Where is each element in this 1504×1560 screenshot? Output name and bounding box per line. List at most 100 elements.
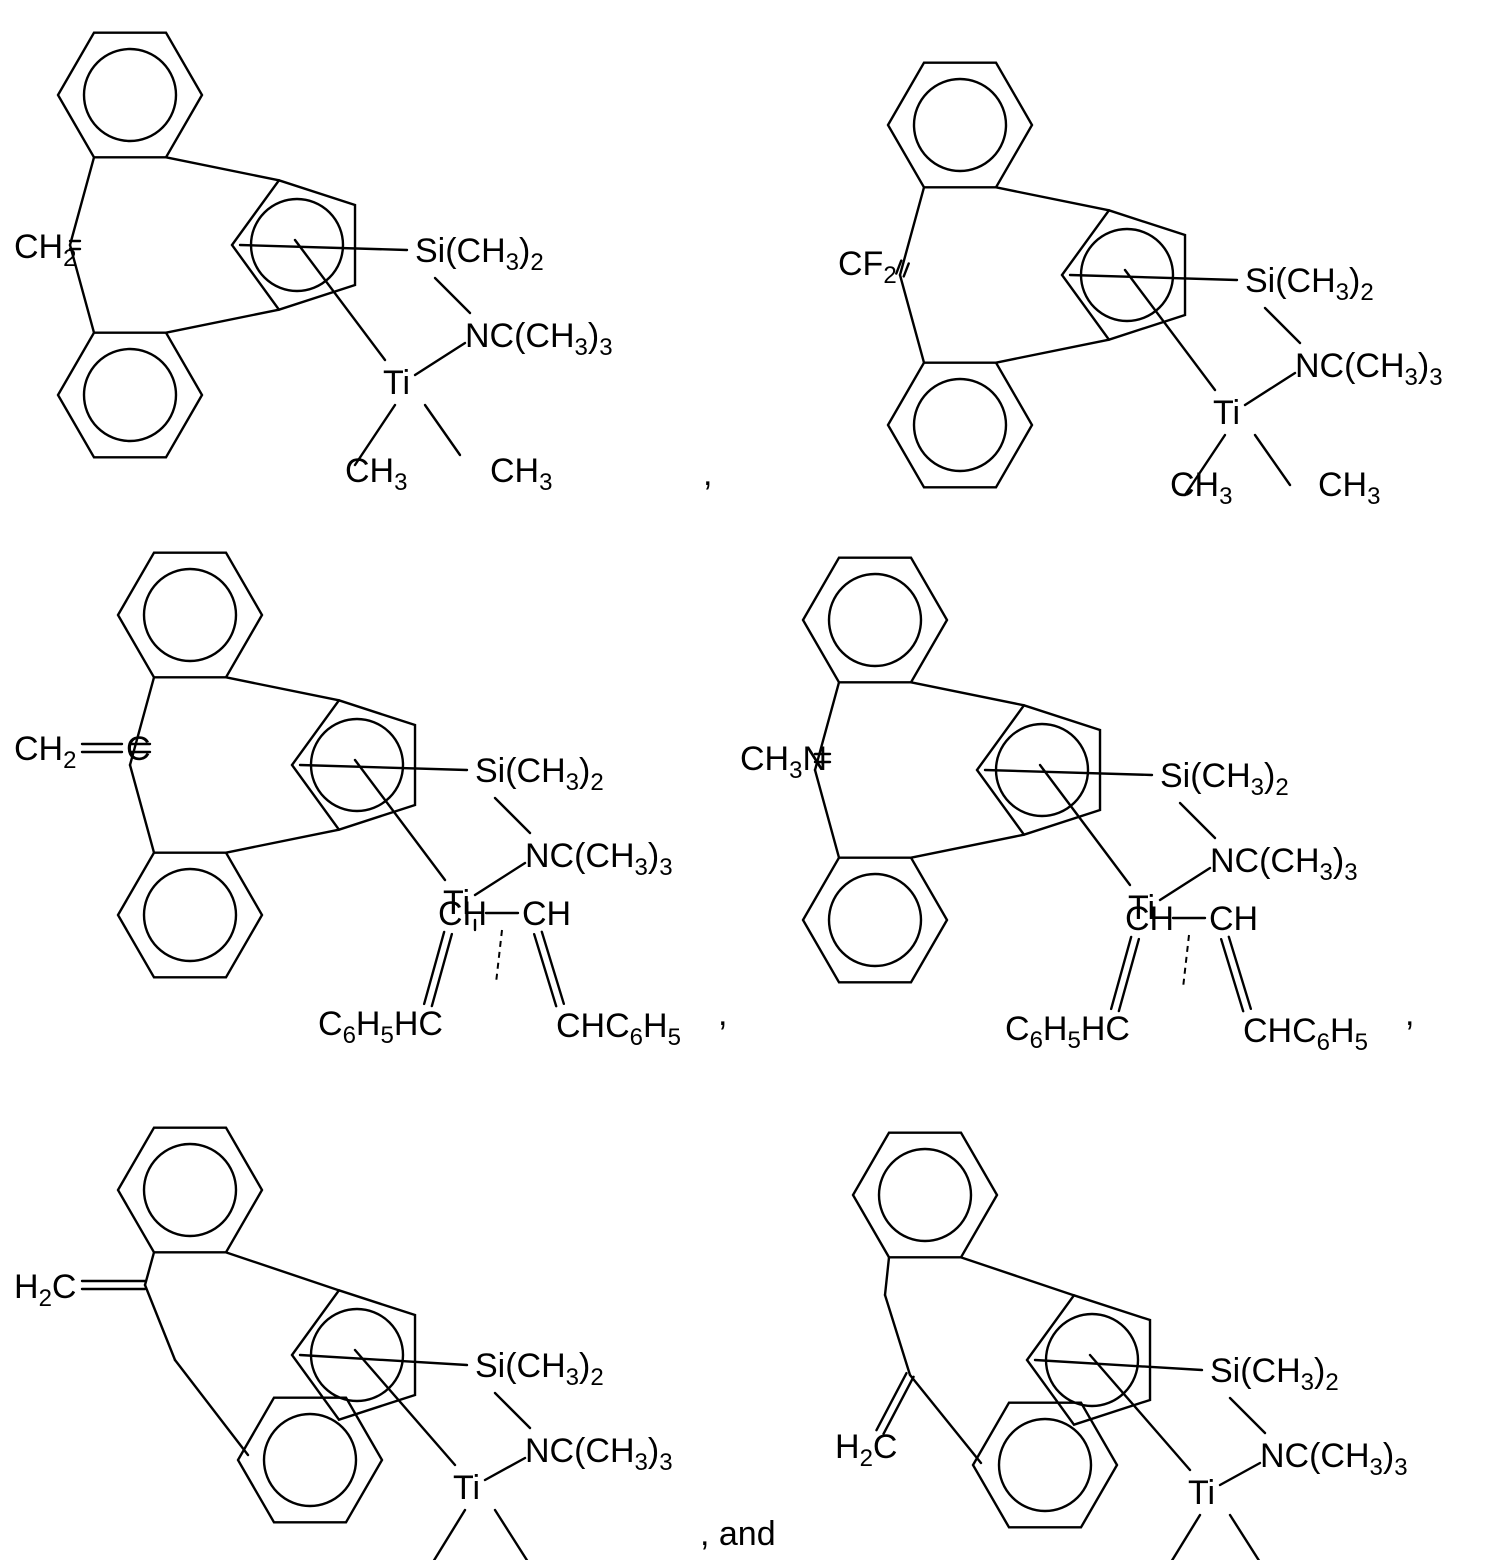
structure-3: Si(CH3)2NC(CH3)3TiCH2CCHCHC6H5HCCHC6H5,: [14, 553, 727, 1051]
cp-si-bond: [985, 770, 1152, 775]
dash-bond: [496, 930, 502, 983]
methyl-label: CH3: [1170, 466, 1232, 510]
benzene-ring-lower: [888, 363, 1032, 488]
diene-double-bond: [424, 932, 444, 1004]
ring-bond: [961, 1257, 1074, 1295]
ch-label: CH: [1125, 900, 1174, 938]
ring7-bond: [996, 187, 1109, 210]
ti-methyl-bond: [495, 1510, 530, 1560]
benzene-ring-upper: [888, 63, 1032, 188]
cp-si-bond: [300, 765, 467, 770]
ti-methyl-bond: [1255, 435, 1290, 485]
benzene-ring-lower: [803, 858, 947, 983]
phenyl-vinyl-label: CHC6H5: [556, 1007, 681, 1051]
structure-6: Si(CH3)2NC(CH3)3TiCH3CH3H2C: [835, 1133, 1408, 1560]
ring7-bond: [70, 157, 94, 245]
aromatic-circle-upper: [144, 569, 236, 661]
si-n-bond: [1265, 308, 1300, 343]
n-ti-bond: [1160, 868, 1210, 900]
benzene-ring-lower: [118, 853, 262, 978]
aromatic-circle-lower: [264, 1414, 356, 1506]
cp-ti-bond: [1090, 1355, 1190, 1470]
nc-label: NC(CH3)3: [1210, 842, 1358, 886]
aromatic-circle-upper: [879, 1149, 971, 1241]
si-n-bond: [1180, 803, 1215, 838]
nc-label: NC(CH3)3: [525, 1432, 673, 1476]
benzene-ring-lower: [58, 333, 202, 458]
exocyclic-double-bond: [904, 263, 909, 276]
exocyclic-double-bond: [876, 1373, 906, 1430]
n-ti-bond: [1245, 373, 1295, 405]
substituent-label: H2C: [835, 1428, 897, 1472]
separator-comma: ,: [703, 455, 712, 493]
separator-comma: ,: [718, 995, 727, 1033]
nc-label: NC(CH3)3: [1260, 1437, 1408, 1481]
methyl-label: CH3: [490, 452, 552, 496]
c-label: C: [126, 730, 151, 768]
methyl-label: CH3: [1318, 466, 1380, 510]
aromatic-circle-lower: [84, 349, 176, 441]
benzene-ring-upper: [58, 33, 202, 158]
aromatic-circle-upper: [84, 49, 176, 141]
ring7-bond: [911, 835, 1024, 858]
aromatic-circle-upper: [144, 1144, 236, 1236]
cp-ti-bond: [355, 1350, 455, 1465]
si-n-bond: [1230, 1398, 1265, 1433]
diene-double-bond: [1111, 937, 1131, 1009]
cp-si-bond: [300, 1355, 467, 1365]
aromatic-circle-upper: [829, 574, 921, 666]
cp-si-bond: [1070, 275, 1237, 280]
ring7-bond: [996, 340, 1109, 363]
si-label: Si(CH3)2: [1245, 262, 1374, 306]
ti-label: Ti: [1188, 1474, 1215, 1512]
si-label: Si(CH3)2: [475, 1347, 604, 1391]
ring7-bond: [175, 1360, 248, 1455]
ring7-bond: [885, 1295, 910, 1375]
cp-si-bond: [240, 245, 407, 250]
ti-label: Ti: [453, 1469, 480, 1507]
diene-double-bond: [1119, 939, 1139, 1011]
ch-label: CH: [522, 895, 571, 933]
n-ti-bond: [475, 863, 525, 895]
benzene-ring-upper: [803, 558, 947, 683]
aromatic-circle-lower: [999, 1419, 1091, 1511]
benzene-ring-upper: [118, 1128, 262, 1253]
aromatic-circle-lower: [829, 874, 921, 966]
ring7-bond: [166, 157, 279, 180]
ring7-bond: [226, 830, 339, 853]
separator-comma: ,: [1405, 995, 1414, 1033]
si-n-bond: [495, 1393, 530, 1428]
ti-methyl-bond: [425, 405, 460, 455]
ti-methyl-bond: [425, 1510, 465, 1560]
ch-label: CH: [438, 895, 487, 933]
n-ti-bond: [1220, 1463, 1260, 1485]
si-label: Si(CH3)2: [475, 752, 604, 796]
ring7-bond: [815, 770, 839, 858]
phenyl-vinyl-label: C6H5HC: [1005, 1010, 1130, 1054]
separator-and: , and: [700, 1515, 776, 1553]
ring7-bond: [910, 1375, 981, 1463]
ring7-bond: [900, 187, 924, 275]
dash-bond: [1183, 935, 1189, 988]
ring7-bond: [145, 1285, 175, 1360]
ch-label: CH: [1209, 900, 1258, 938]
methyl-label: CH3: [345, 452, 407, 496]
ring7-bond: [885, 1257, 889, 1295]
cp-aromatic-circle: [311, 1309, 403, 1401]
benzene-ring-lower: [238, 1398, 382, 1523]
phenyl-vinyl-label: C6H5HC: [318, 1005, 443, 1049]
ti-methyl-bond: [1230, 1515, 1265, 1560]
ring7-bond: [900, 275, 924, 363]
ring7-bond: [130, 765, 154, 853]
aromatic-circle-upper: [914, 79, 1006, 171]
si-label: Si(CH3)2: [1160, 757, 1289, 801]
substituent-label: CF2: [838, 245, 897, 289]
ti-label: Ti: [383, 364, 410, 402]
ring7-bond: [166, 310, 279, 333]
n-ti-bond: [485, 1458, 525, 1480]
benzene-ring-lower: [973, 1403, 1117, 1528]
benzene-ring-upper: [853, 1133, 997, 1258]
nc-label: NC(CH3)3: [465, 317, 613, 361]
si-n-bond: [495, 798, 530, 833]
cp-aromatic-circle: [1046, 1314, 1138, 1406]
